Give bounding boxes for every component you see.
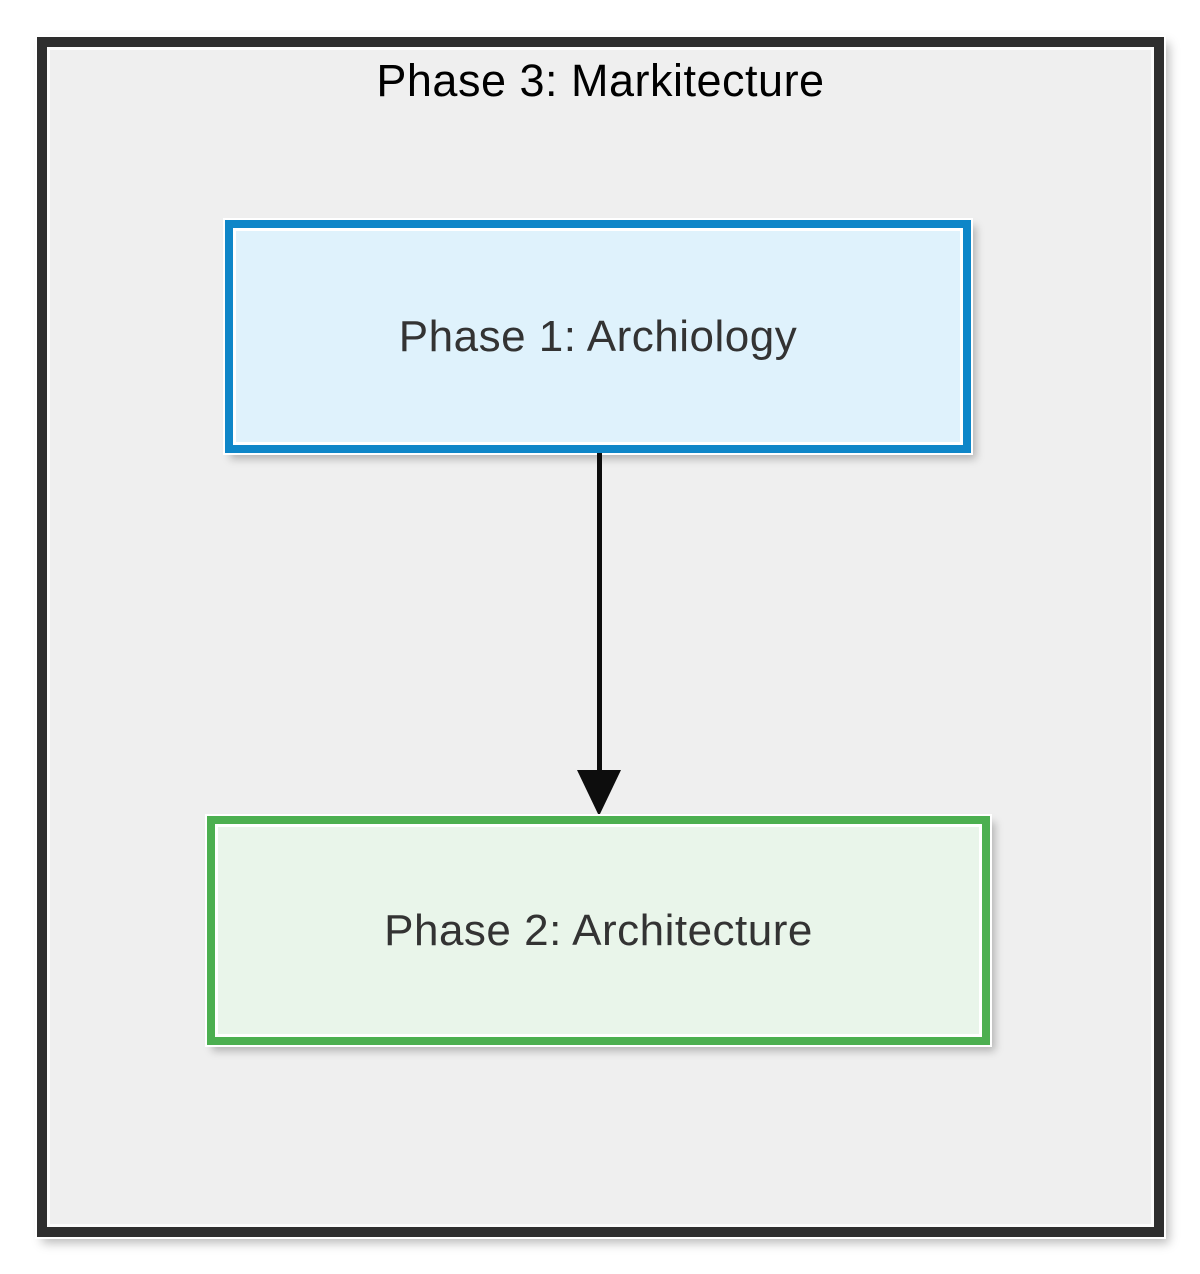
node-phase1: Phase 1: Archiology — [225, 220, 971, 453]
node-phase2-label: Phase 2: Architecture — [384, 905, 813, 955]
arrowhead-down-icon — [577, 770, 621, 816]
edge-phase1-to-phase2-line — [597, 453, 602, 772]
diagram-title: Phase 3: Markitecture — [376, 55, 825, 106]
node-phase1-label: Phase 1: Archiology — [398, 311, 798, 361]
node-phase2: Phase 2: Architecture — [207, 816, 990, 1045]
